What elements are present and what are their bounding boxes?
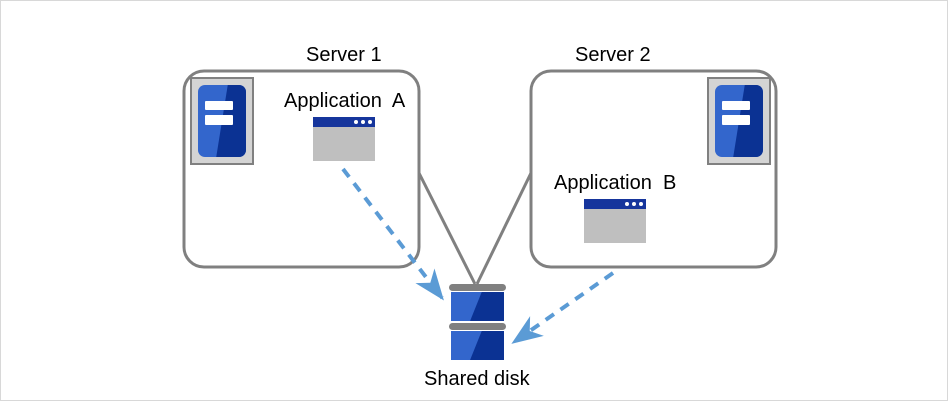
application-a-window-icon <box>313 117 375 161</box>
server1-to-disk-link <box>417 172 477 285</box>
application-window-titlebar <box>584 199 646 209</box>
disk-bar-middle <box>449 323 506 330</box>
disk-platter-shading <box>470 331 504 360</box>
server-chassis-body <box>715 85 763 157</box>
server-chassis-body <box>198 85 246 157</box>
window-dot-icon <box>631 201 636 206</box>
window-dot-icon <box>367 119 372 124</box>
disk-platter-upper <box>451 292 504 321</box>
application-a-access-arrow <box>341 167 444 301</box>
window-dot-icon <box>624 201 629 206</box>
server-chassis-slot <box>721 100 750 111</box>
server2-chassis-icon <box>707 77 771 165</box>
window-dot-icon <box>638 201 643 206</box>
disk-platter-shading <box>470 292 504 321</box>
server2-title: Server 2 <box>575 44 651 66</box>
disk-bar-top <box>449 284 506 291</box>
disk-platter-lower <box>451 331 504 360</box>
server1-title: Server 1 <box>306 44 382 66</box>
application-window-titlebar <box>313 117 375 127</box>
application-b-access-arrow <box>511 271 615 344</box>
server2-boundary <box>529 69 778 269</box>
window-dot-icon <box>360 119 365 124</box>
window-dot-icon <box>353 119 358 124</box>
server-chassis-slot <box>721 115 750 125</box>
server1-chassis-icon <box>190 77 254 165</box>
application-b-window-icon <box>584 199 646 243</box>
shared-disk-icon <box>449 284 506 364</box>
server2-to-disk-link <box>475 172 533 285</box>
server-chassis-slot <box>204 115 233 125</box>
application-b-label: Application B <box>554 172 677 194</box>
server-chassis-slot <box>204 100 233 111</box>
shared-disk-label: Shared disk <box>424 368 530 390</box>
server1-boundary <box>182 69 421 269</box>
application-a-label: Application A <box>284 90 406 112</box>
